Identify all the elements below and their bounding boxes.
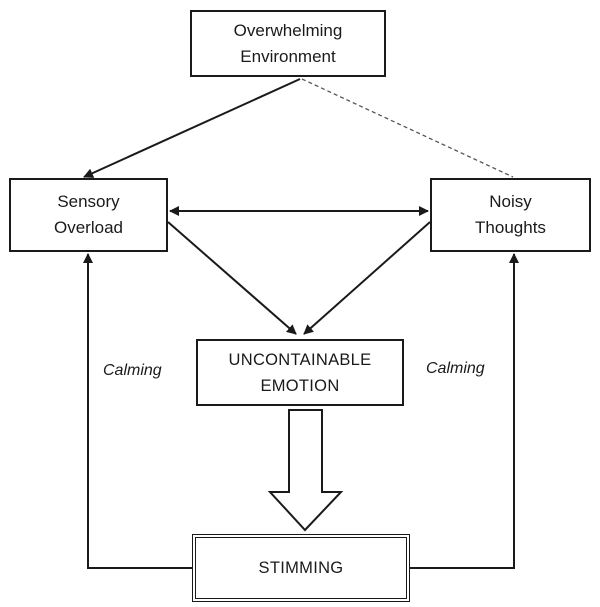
node-sensory-overload: Sensory Overload (9, 178, 168, 252)
node-label-line: EMOTION (260, 376, 340, 395)
edge-environment-to-sensory (83, 78, 301, 178)
node-label-line: Overload (54, 218, 123, 237)
node-label-line: Sensory (57, 192, 120, 211)
edge-stimming-to-sensory-calming (83, 253, 192, 569)
edge-environment-to-noisy-dashed (301, 78, 514, 178)
node-label-line: UNCONTAINABLE (228, 350, 372, 369)
node-overwhelming-environment: Overwhelming Environment (190, 10, 386, 77)
edge-sensory-to-emotion (167, 221, 297, 335)
node-label-line: Environment (240, 46, 336, 66)
node-label-line: Thoughts (475, 218, 546, 237)
edge-emotion-to-stimming-block-arrow (267, 409, 344, 532)
node-label-line: Noisy (489, 192, 532, 211)
node-label-line: STIMMING (258, 559, 344, 577)
node-stimming: STIMMING (192, 534, 410, 602)
edge-label-calming-left: Calming (103, 362, 162, 379)
edge-noisy-to-emotion (303, 221, 431, 335)
node-uncontainable-emotion: UNCONTAINABLE EMOTION (196, 339, 404, 406)
edge-stimming-to-noisy-calming (410, 253, 519, 569)
node-label-line: Overwhelming (233, 20, 343, 40)
edge-label-calming-right: Calming (426, 360, 485, 377)
node-noisy-thoughts: Noisy Thoughts (430, 178, 591, 252)
